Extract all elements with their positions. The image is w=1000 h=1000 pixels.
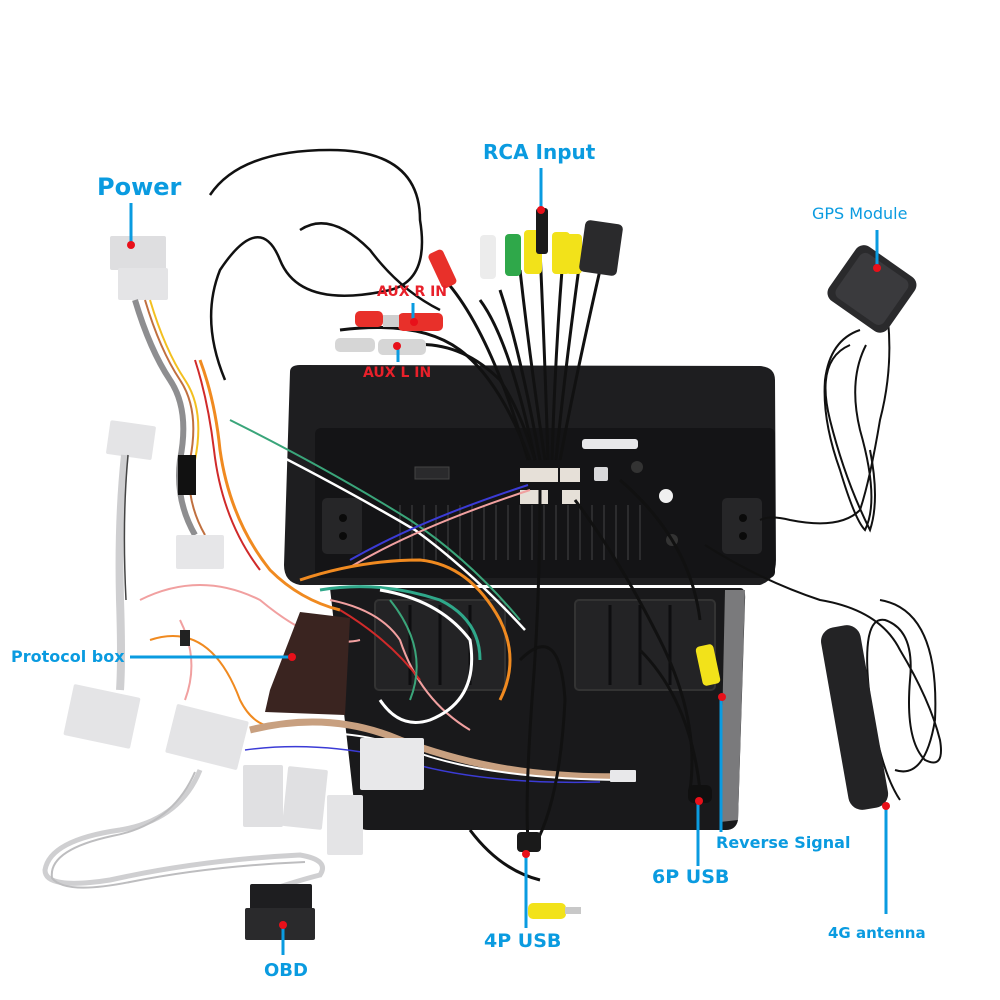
rca-yellow-bottom bbox=[528, 903, 566, 919]
label-aux-r-in: AUX R IN bbox=[377, 284, 448, 300]
power-black-wire bbox=[208, 148, 424, 381]
harness-connectors bbox=[165, 704, 636, 855]
label-protocol-box: Protocol box bbox=[11, 647, 125, 666]
rca-yellow-plug-3 bbox=[566, 234, 582, 274]
power-connector bbox=[110, 236, 166, 270]
aux-r-plug-tip bbox=[355, 311, 383, 327]
connector-block bbox=[360, 738, 424, 790]
antenna-4g-cable-loop bbox=[879, 599, 937, 773]
gps-module-top bbox=[835, 252, 909, 325]
connector-block bbox=[282, 766, 328, 830]
dot-gps bbox=[873, 264, 881, 272]
gps-cable-loop bbox=[824, 344, 876, 533]
connector-block bbox=[327, 795, 363, 855]
protocol-box-body bbox=[265, 612, 350, 715]
antenna-4g bbox=[704, 544, 942, 810]
rca-yellow-bottom-tip bbox=[565, 907, 581, 914]
callout-dots bbox=[127, 206, 890, 929]
rca-red-plug bbox=[428, 249, 457, 289]
rear-port-main-2 bbox=[560, 468, 580, 482]
rca-yellow-plug-2 bbox=[552, 232, 570, 274]
harness-tie bbox=[178, 455, 196, 495]
label-4g-antenna: 4G antenna bbox=[828, 924, 926, 942]
reverse-cable bbox=[619, 478, 702, 621]
dot-obd bbox=[279, 921, 287, 929]
harness-connector-big bbox=[63, 684, 141, 749]
dot-rca bbox=[537, 206, 545, 214]
black-box-connector bbox=[579, 220, 623, 276]
dot-power bbox=[127, 241, 135, 249]
dot-protocol bbox=[288, 653, 296, 661]
power-connector-3 bbox=[176, 535, 224, 569]
aux-l-plug-2 bbox=[378, 339, 426, 355]
label-power: Power bbox=[97, 173, 182, 201]
right-bracket bbox=[722, 498, 762, 554]
rca-cables bbox=[208, 148, 623, 461]
left-bracket bbox=[322, 498, 362, 554]
usb-plugs bbox=[517, 644, 721, 919]
label-gps-module: GPS Module bbox=[812, 204, 908, 223]
label-aux-l-in: AUX L IN bbox=[363, 365, 432, 381]
connector-block bbox=[243, 765, 283, 827]
lower-cables bbox=[468, 478, 702, 882]
bracket-hole bbox=[739, 532, 747, 540]
dot-4p bbox=[522, 850, 530, 858]
dot-aux-r bbox=[410, 318, 418, 326]
aux-r-plug-metal bbox=[383, 315, 399, 327]
gps-cable bbox=[759, 319, 891, 532]
callout-pointers bbox=[129, 168, 888, 955]
antenna-4g-cable bbox=[704, 544, 942, 801]
rear-port-left bbox=[414, 466, 450, 480]
harness-connector-left bbox=[106, 420, 156, 460]
protocol-box bbox=[265, 612, 350, 715]
unit-sticker bbox=[582, 439, 638, 449]
usb-4p-cable bbox=[525, 489, 542, 841]
label-6p-usb: 6P USB bbox=[652, 866, 730, 888]
usb-4p-plug bbox=[517, 832, 541, 852]
reverse-yellow-plug bbox=[695, 644, 721, 686]
black-cable bbox=[299, 222, 441, 312]
label-rca-input: RCA Input bbox=[483, 140, 596, 164]
gps-module bbox=[759, 245, 917, 533]
inline-connector bbox=[180, 630, 190, 646]
bracket-hole bbox=[339, 532, 347, 540]
ce-mark bbox=[659, 489, 673, 503]
obd-connector bbox=[250, 884, 312, 912]
heatsink bbox=[399, 505, 641, 560]
power-connector-2 bbox=[118, 268, 168, 300]
connector-small bbox=[610, 770, 636, 782]
connector-block bbox=[165, 704, 249, 770]
obd-cable-loop bbox=[42, 769, 325, 893]
label-reverse-signal: Reverse Signal bbox=[716, 833, 851, 852]
bracket-hole bbox=[339, 514, 347, 522]
label-obd: OBD bbox=[264, 960, 308, 981]
bracket-hole bbox=[739, 514, 747, 522]
label-4p-usb: 4P USB bbox=[484, 930, 562, 952]
dot-aux-l bbox=[393, 342, 401, 350]
dot-reverse bbox=[718, 693, 726, 701]
dot-6p bbox=[695, 797, 703, 805]
usb-6p-plug bbox=[688, 785, 712, 803]
antenna-jack bbox=[631, 461, 643, 473]
aux-r-plug bbox=[398, 313, 443, 331]
rca-white-plug bbox=[480, 235, 496, 279]
aux-l-plug bbox=[335, 338, 375, 352]
antenna-4g-body bbox=[821, 625, 889, 810]
lower-housing-grey-edge bbox=[720, 590, 745, 822]
rca-green-plug bbox=[505, 234, 521, 276]
square-port bbox=[594, 467, 608, 481]
rca-black-plug bbox=[536, 208, 548, 254]
dot-4g bbox=[882, 802, 890, 810]
rear-port-main bbox=[520, 468, 558, 482]
